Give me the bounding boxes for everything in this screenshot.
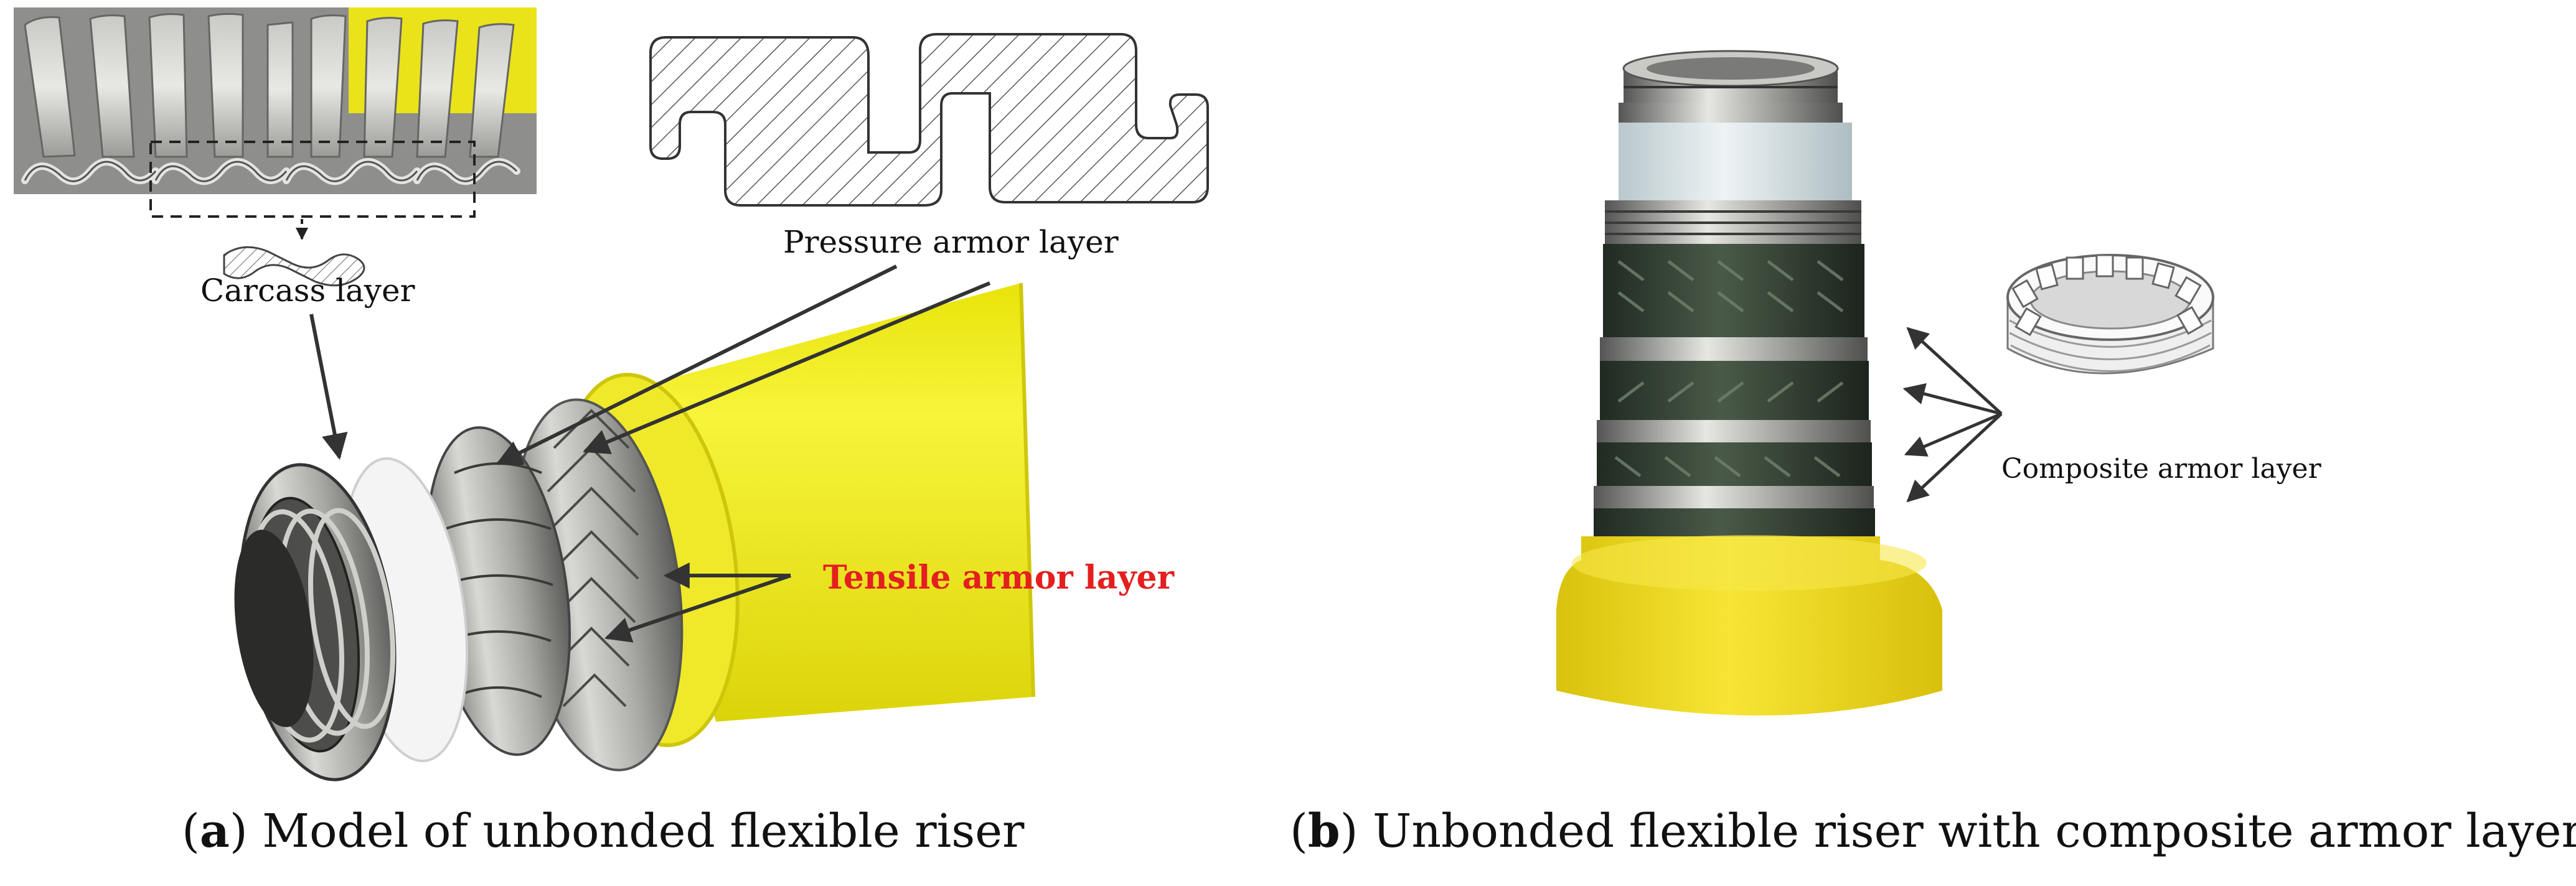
pressure-armor-profile (651, 34, 1208, 205)
composite-armor-sketch (2008, 255, 2213, 373)
caption-b: (b) Unbonded flexible riser with composi… (1290, 804, 2576, 858)
pressure-armor-layer-label: Pressure armor layer (783, 224, 1119, 260)
caption-a-text: Model of unbonded flexible riser (248, 804, 1025, 858)
carcass-layer-label: Carcass layer (200, 273, 415, 309)
composite-armor-layer-label: Composite armor layer (2001, 453, 2321, 485)
caption-a-letter: a (200, 804, 230, 858)
caption-b-letter: b (1308, 804, 1340, 858)
caption-b-text: Unbonded flexible riser with composite a… (1358, 804, 2576, 858)
riser-photo-b (1556, 51, 1942, 716)
caption-a: (a) Model of unbonded flexible riser (182, 804, 1024, 858)
riser-model-a (222, 283, 1033, 790)
carcass-photo (14, 7, 537, 239)
tensile-armor-layer-label: Tensile armor layer (823, 559, 1174, 597)
leader-arrows-b (1905, 329, 2001, 501)
